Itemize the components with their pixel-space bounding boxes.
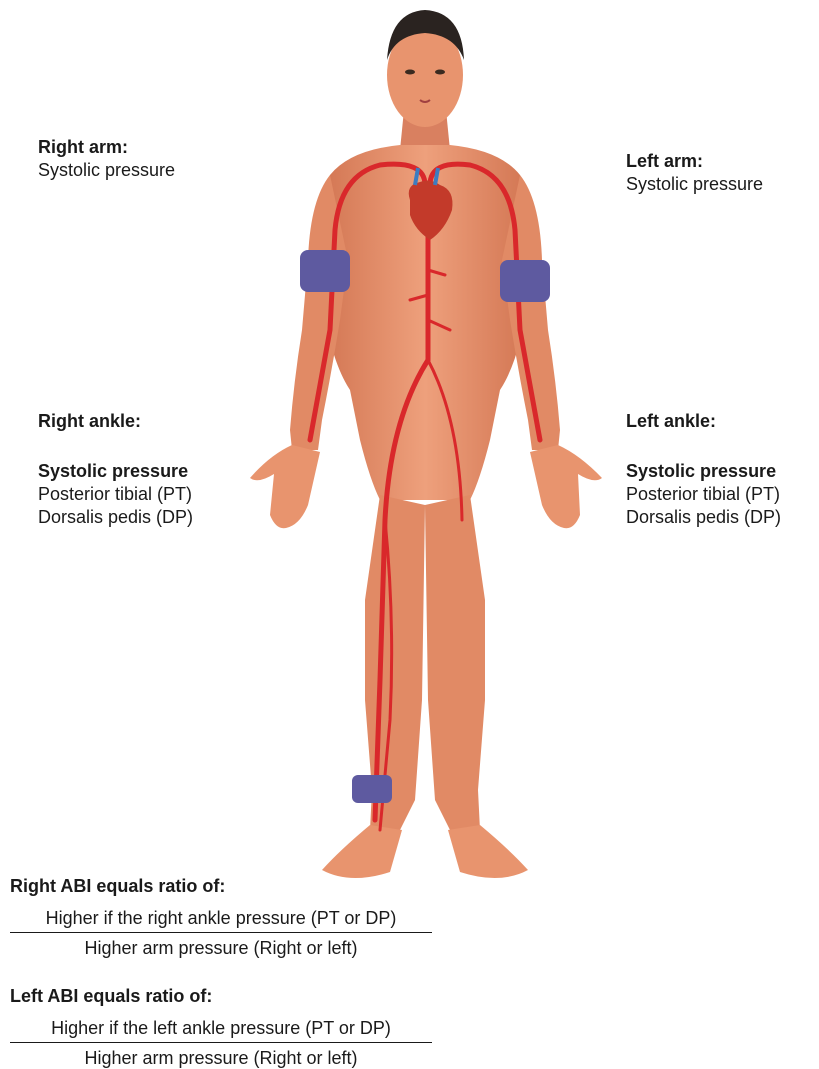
left-ankle-title: Left ankle: (626, 410, 781, 433)
right-ankle-cuff (352, 775, 392, 803)
right-ankle-dp: Dorsalis pedis (DP) (38, 506, 193, 529)
body-silhouette (250, 10, 602, 878)
left-ankle-dp: Dorsalis pedis (DP) (626, 506, 781, 529)
right-ankle-label: Right ankle: Systolic pressure Posterior… (38, 410, 193, 529)
right-ankle-pt: Posterior tibial (PT) (38, 483, 193, 506)
right-abi-denominator: Higher arm pressure (Right or left) (10, 933, 432, 959)
left-arm-title: Left arm: (626, 150, 763, 173)
left-ankle-pt: Posterior tibial (PT) (626, 483, 781, 506)
left-arm-cuff (500, 260, 550, 302)
right-abi-formula: Right ABI equals ratio of: Higher if the… (10, 875, 432, 959)
left-abi-numerator: Higher if the left ankle pressure (PT or… (10, 1017, 432, 1043)
left-ankle-label: Left ankle: Systolic pressure Posterior … (626, 410, 781, 529)
right-ankle-systolic: Systolic pressure (38, 460, 193, 483)
human-body-illustration (230, 0, 620, 890)
left-ankle-systolic: Systolic pressure (626, 460, 781, 483)
right-ankle-title: Right ankle: (38, 410, 193, 433)
right-arm-cuff (300, 250, 350, 292)
right-arm-systolic: Systolic pressure (38, 159, 175, 182)
left-abi-formula: Left ABI equals ratio of: Higher if the … (10, 985, 432, 1069)
right-abi-title: Right ABI equals ratio of: (10, 875, 432, 897)
right-abi-numerator: Higher if the right ankle pressure (PT o… (10, 907, 432, 933)
left-arm-systolic: Systolic pressure (626, 173, 763, 196)
right-arm-title: Right arm: (38, 136, 175, 159)
left-abi-denominator: Higher arm pressure (Right or left) (10, 1043, 432, 1069)
left-abi-title: Left ABI equals ratio of: (10, 985, 432, 1007)
left-arm-label: Left arm: Systolic pressure (626, 150, 763, 196)
right-arm-label: Right arm: Systolic pressure (38, 136, 175, 182)
